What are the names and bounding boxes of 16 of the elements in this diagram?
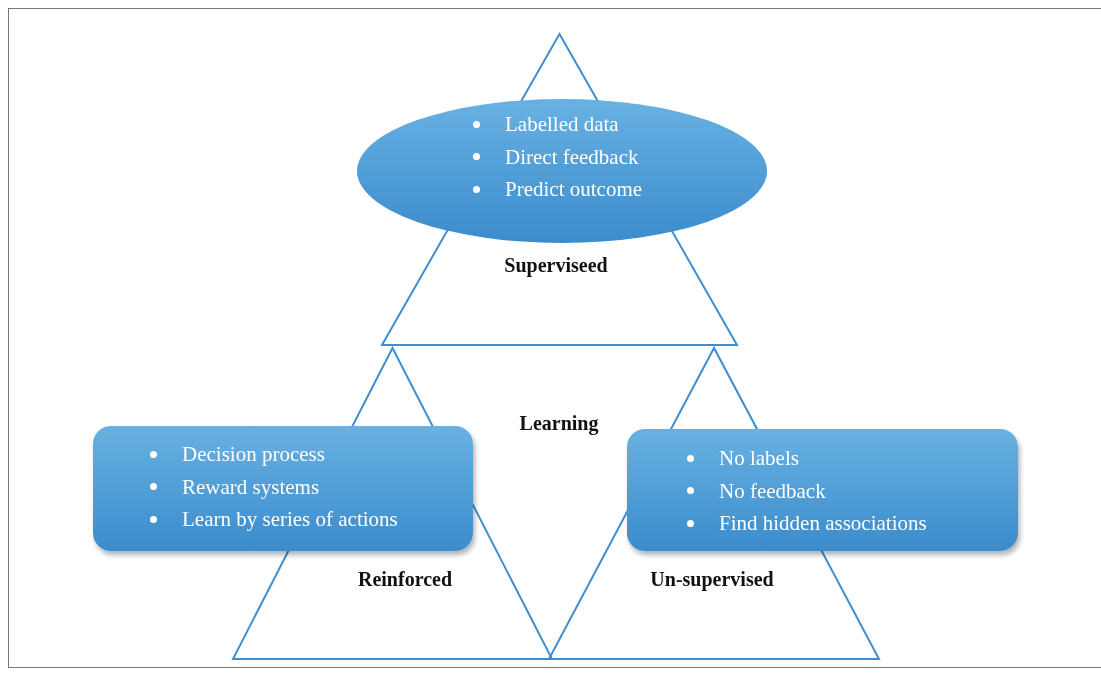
category-label: Superviseed: [504, 254, 608, 277]
rounded-box: [627, 429, 1018, 551]
bullet-item: Learn by series of actions: [182, 506, 398, 533]
bullet-item: Predict outcome: [505, 176, 643, 203]
category-label: Un-supervised: [650, 568, 774, 591]
bullet-item: No feedback: [719, 477, 826, 505]
bullet-item: Labelled data: [505, 111, 619, 138]
bullet-item: Find hidden associations: [719, 510, 927, 537]
bullet-item: Decision process: [182, 441, 325, 468]
bullet-item: Direct feedback: [505, 143, 639, 171]
category-label: Reinforced: [357, 568, 453, 591]
bullet-item: Reward systems: [182, 473, 320, 501]
center-label: Learning: [519, 412, 599, 435]
ellipse-shape: [357, 99, 767, 243]
bullet-item: No labels: [719, 445, 799, 472]
rounded-box: [93, 426, 473, 551]
